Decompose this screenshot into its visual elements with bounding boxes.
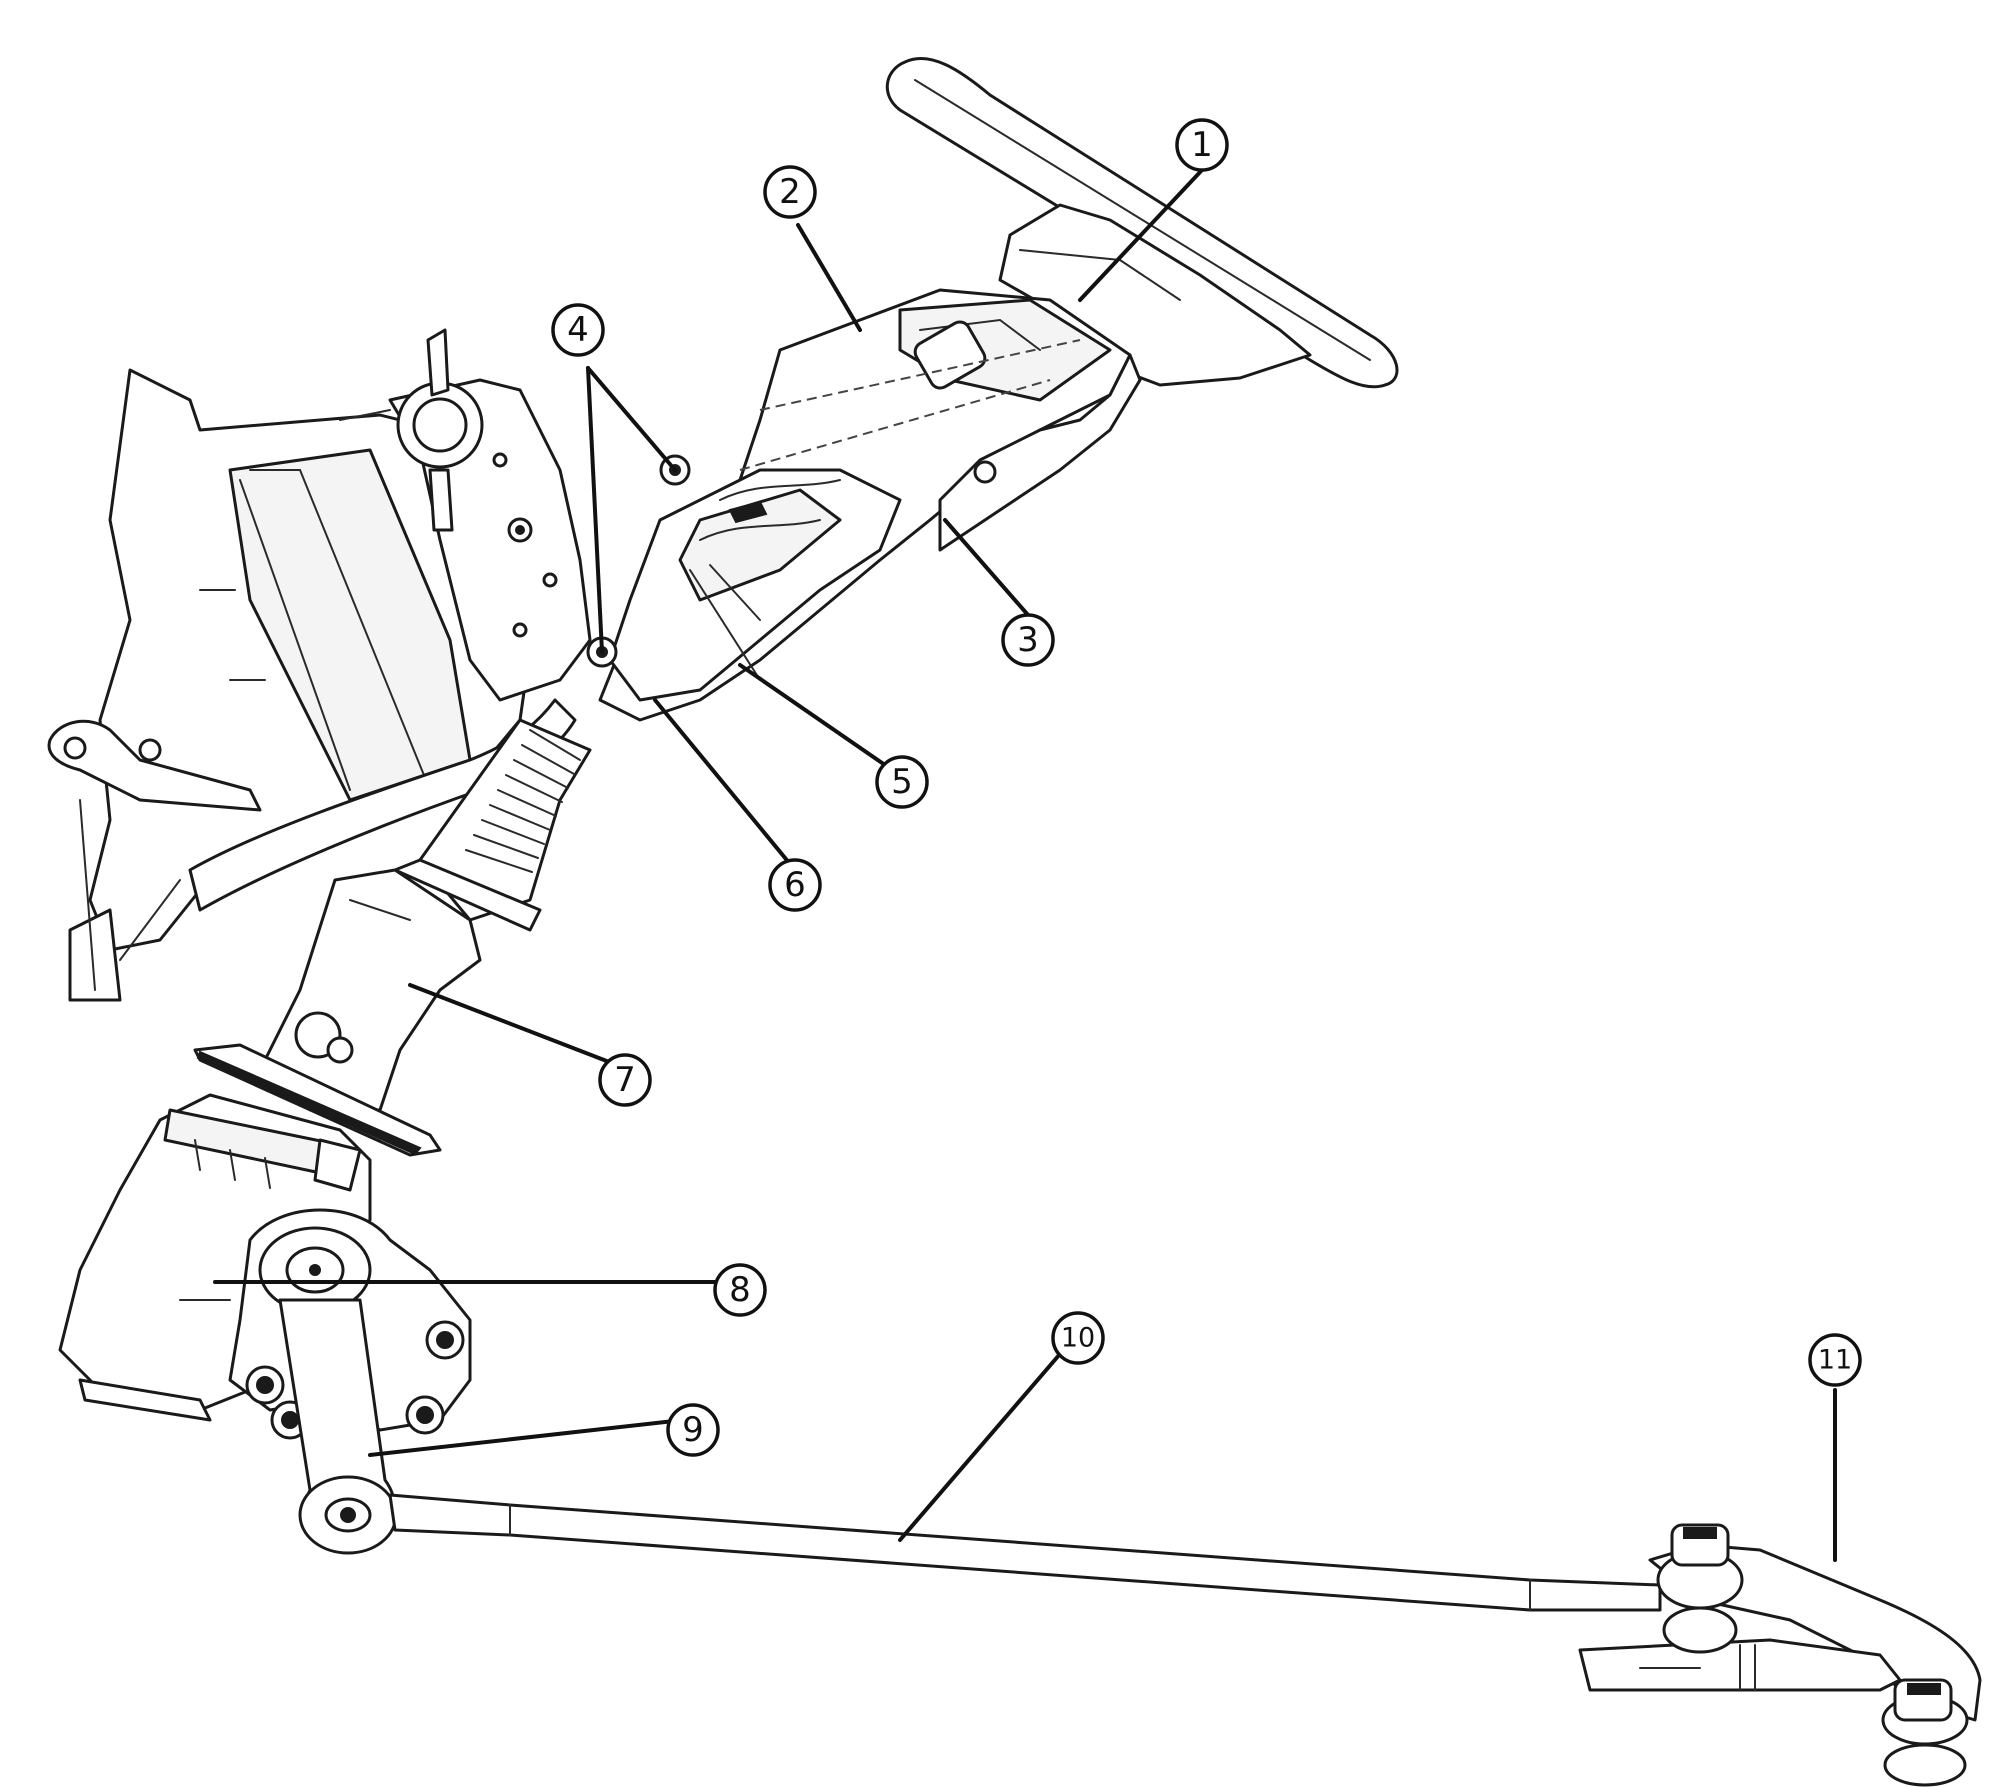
callout-9-label: 9 [682,1410,704,1450]
callout-6: 6 [768,858,822,912]
leader-2 [796,223,862,332]
column-switch-housing [608,468,902,702]
pedal-arm [188,698,577,912]
leader-lines [213,168,1837,1562]
gearbox-mounting-plate [193,1043,442,1157]
callout-1: 1 [1175,118,1229,172]
leader-5 [738,663,887,767]
dashboard-panel [47,368,532,1002]
steering-wheel [885,56,1399,389]
leader-7 [408,983,619,1067]
callout-2-label: 2 [779,172,801,212]
callout-5-label: 5 [891,762,913,802]
pitman-arm [278,1298,398,1555]
intermediate-shaft [263,868,482,1112]
leader-6 [653,698,797,872]
callout-1-label: 1 [1191,125,1213,165]
callout-3: 3 [1001,613,1055,667]
leader-9 [368,1418,685,1457]
callout-11-label: 11 [1818,1345,1852,1376]
callout-10-label: 10 [1061,1323,1095,1354]
steering-knuckle-arm [1578,1523,1982,1787]
leader-4b [586,366,604,654]
callout-2: 2 [763,165,817,219]
leader-1 [1078,168,1204,302]
callout-8-label: 8 [729,1270,751,1310]
callout-4: 4 [551,303,605,357]
callout-9: 9 [666,1403,720,1457]
callout-10: 10 [1051,1311,1105,1365]
callout-7: 7 [598,1053,652,1107]
leader-4a [586,366,677,472]
callout-7-label: 7 [614,1060,636,1100]
callout-3-label: 3 [1017,620,1039,660]
callout-11: 11 [1808,1333,1862,1387]
pedal-bracket [339,328,592,702]
leader-10 [898,1338,1074,1542]
callout-6-label: 6 [784,865,806,905]
column-boot [393,718,592,932]
callout-8: 8 [713,1263,767,1317]
leader-3 [943,518,1030,617]
drag-link [388,1493,1662,1612]
column-support-bracket [938,353,1142,552]
callout-5: 5 [875,755,929,809]
callout-4-label: 4 [567,310,589,350]
